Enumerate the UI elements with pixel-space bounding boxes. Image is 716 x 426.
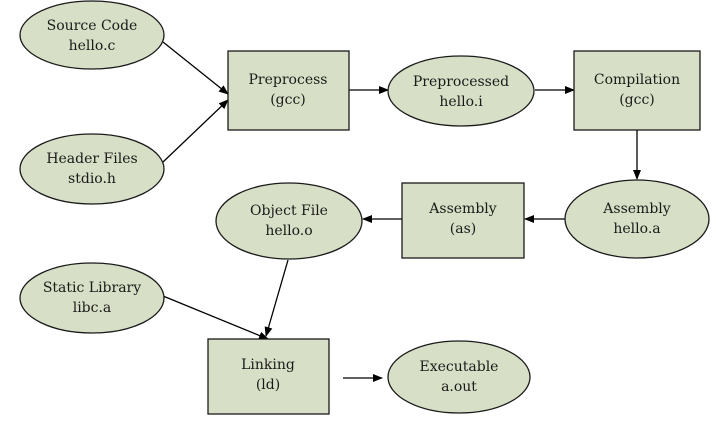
static-library-file: libc.a xyxy=(73,300,112,316)
compilation-tool: (gcc) xyxy=(619,92,655,108)
node-source-code: Source Code hello.c xyxy=(19,0,165,70)
node-compilation: Compilation (gcc) xyxy=(573,50,701,131)
edge-header-to-preprocess xyxy=(162,99,229,163)
source-code-title: Source Code xyxy=(47,18,138,34)
assembly-step-tool: (as) xyxy=(450,221,476,237)
linking-tool: (ld) xyxy=(256,377,280,393)
node-executable: Executable a.out xyxy=(387,340,531,414)
assembly-file-title: Assembly xyxy=(602,201,670,217)
node-preprocessed: Preprocessed hello.i xyxy=(387,55,535,127)
executable-file: a.out xyxy=(441,379,477,395)
executable-title: Executable xyxy=(420,359,499,375)
preprocessed-title: Preprocessed xyxy=(413,74,509,90)
compilation-title: Compilation xyxy=(594,72,680,88)
preprocess-tool: (gcc) xyxy=(270,92,306,108)
preprocessed-file: hello.i xyxy=(439,94,483,110)
static-library-title: Static Library xyxy=(43,280,141,296)
object-file-name: hello.o xyxy=(265,223,312,239)
assembly-file-name: hello.a xyxy=(613,221,660,237)
source-code-file: hello.c xyxy=(69,38,116,54)
assembly-step-title: Assembly xyxy=(428,201,496,217)
preprocess-title: Preprocess xyxy=(249,72,328,88)
node-object-file: Object File hello.o xyxy=(215,182,363,260)
node-preprocess: Preprocess (gcc) xyxy=(227,50,350,131)
node-header-files: Header Files stdio.h xyxy=(19,133,165,205)
node-assembly-file: Assembly hello.a xyxy=(564,179,710,259)
edge-source-to-preprocess xyxy=(162,41,229,95)
node-assembly-step: Assembly (as) xyxy=(401,182,525,259)
header-files-file: stdio.h xyxy=(68,171,116,187)
header-files-title: Header Files xyxy=(46,151,137,167)
node-linking: Linking (ld) xyxy=(207,338,330,415)
edge-object-file-to-linking xyxy=(264,259,289,337)
edge-static-library-to-linking xyxy=(162,295,269,340)
object-file-title: Object File xyxy=(250,203,328,219)
node-static-library: Static Library libc.a xyxy=(19,262,165,334)
linking-title: Linking xyxy=(241,357,295,373)
